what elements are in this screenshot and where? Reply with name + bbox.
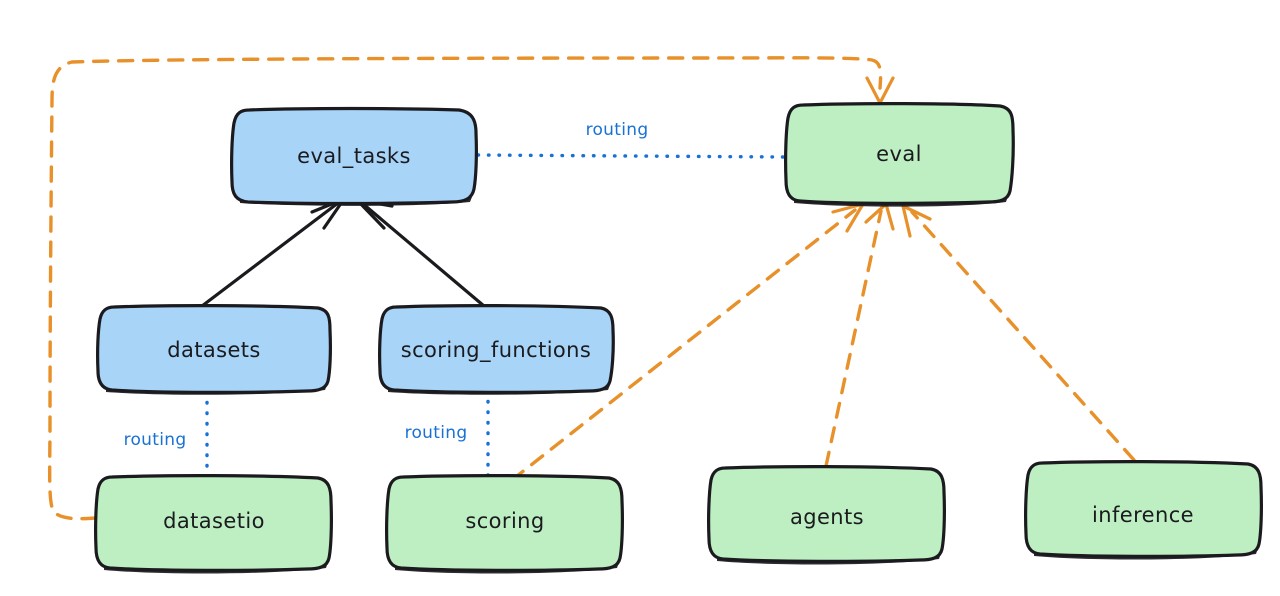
node-inference[interactable]: inference bbox=[1024, 460, 1263, 560]
edge-label-routing-eval-tasks: routing bbox=[586, 120, 649, 140]
node-label-agents: agents bbox=[790, 505, 864, 529]
node-label-eval-tasks: eval_tasks bbox=[297, 144, 411, 169]
edge-scoring-functions-to-eval-tasks bbox=[355, 198, 486, 308]
node-eval-tasks[interactable]: eval_tasks bbox=[230, 106, 478, 206]
node-label-eval: eval bbox=[876, 142, 922, 166]
node-eval[interactable]: eval bbox=[784, 102, 1015, 207]
edge-label-routing-scoring-functions: routing bbox=[405, 423, 468, 443]
node-datasets[interactable]: datasets bbox=[96, 304, 332, 395]
node-label-scoring-functions: scoring_functions bbox=[401, 338, 591, 363]
node-label-scoring: scoring bbox=[465, 509, 544, 533]
node-scoring-functions[interactable]: scoring_functions bbox=[378, 304, 615, 395]
node-label-datasetio: datasetio bbox=[163, 509, 265, 533]
node-label-datasets: datasets bbox=[167, 338, 261, 362]
edge-inference-to-eval bbox=[901, 204, 1136, 462]
edge-eval-tasks-to-eval-routing bbox=[476, 153, 786, 159]
edge-datasets-to-eval-tasks bbox=[200, 197, 346, 308]
node-scoring[interactable]: scoring bbox=[385, 474, 624, 574]
node-agents[interactable]: agents bbox=[707, 465, 946, 565]
node-datasetio[interactable]: datasetio bbox=[94, 474, 333, 574]
edge-agents-to-eval bbox=[824, 202, 895, 468]
edge-label-routing-datasets: routing bbox=[124, 430, 187, 450]
node-label-inference: inference bbox=[1092, 503, 1194, 527]
